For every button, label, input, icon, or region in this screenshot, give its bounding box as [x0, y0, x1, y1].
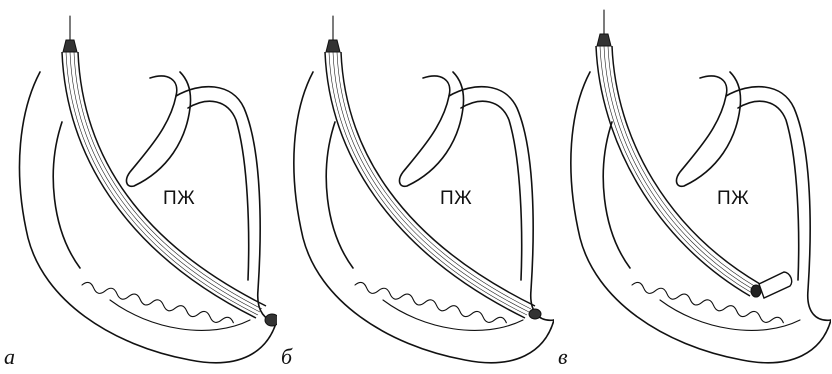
catheter-wall-left — [325, 52, 525, 318]
panel-letter-a: а — [4, 344, 15, 370]
lower-wall — [660, 300, 800, 330]
inner-right-wall — [188, 101, 249, 280]
small-tip — [529, 309, 541, 319]
outflow-tract — [677, 72, 741, 186]
extended-sheath — [759, 272, 792, 298]
trabeculae — [81, 281, 234, 327]
heart-diagram-c — [554, 0, 831, 374]
catheter-hub — [63, 40, 77, 52]
chamber-label-pzh: ПЖ — [717, 188, 749, 210]
heart-diagram-b — [277, 0, 554, 374]
outflow-tract — [400, 72, 464, 186]
catheter-wall-right — [78, 52, 266, 306]
balloon-tip — [265, 314, 277, 326]
lower-wall — [110, 300, 250, 330]
panel-a: ПЖ а — [0, 0, 277, 374]
chamber-label-pzh: ПЖ — [440, 188, 472, 210]
chamber-label-pzh: ПЖ — [163, 188, 195, 210]
trabeculae — [354, 281, 507, 327]
inner-left-wall — [326, 122, 353, 268]
outer-wall — [294, 72, 554, 363]
inner-left-wall — [53, 122, 80, 268]
panel-letter-b: б — [281, 344, 292, 370]
panel-letter-c: в — [558, 344, 568, 370]
catheter-wall-left — [62, 52, 256, 318]
heart-outline — [19, 72, 277, 363]
catheter-wall-right — [341, 52, 535, 306]
catheter-hub — [326, 40, 340, 52]
catheter-hub — [597, 34, 611, 46]
lower-wall — [383, 300, 523, 330]
panel-b: ПЖ б — [277, 0, 554, 374]
catheter-wall-left — [596, 46, 750, 296]
outer-wall — [571, 72, 831, 363]
outflow-tract — [127, 72, 191, 186]
heart-outline — [571, 72, 831, 363]
heart-outline — [294, 72, 554, 363]
panel-c: ПЖ в — [554, 0, 831, 374]
heart-diagram-a — [0, 0, 277, 374]
